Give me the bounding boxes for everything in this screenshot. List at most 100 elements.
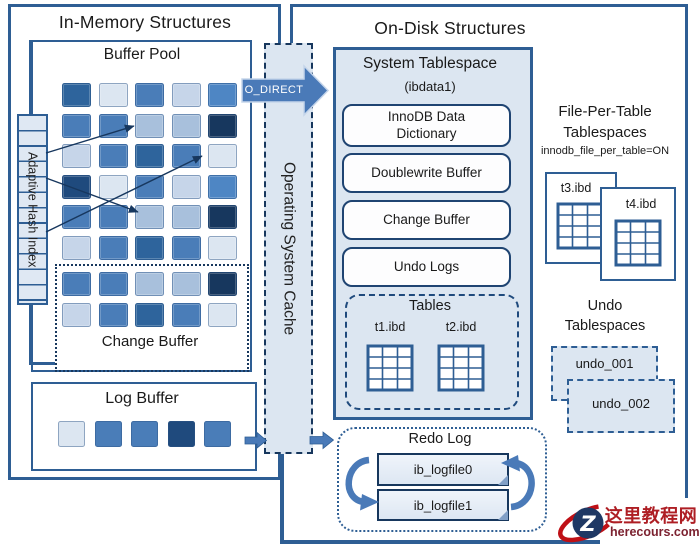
t3-label: t3.ibd [560, 181, 592, 195]
memory-page-cell [98, 272, 128, 296]
system-tablespace-subtitle: (ibdata1) [404, 79, 456, 94]
memory-page-cell [62, 113, 91, 138]
log-buffer-grid [58, 421, 231, 447]
undo-title-line2: Tablespaces [564, 318, 646, 334]
undo-title-line1: Undo [587, 298, 623, 314]
t4-label: t4.ibd [625, 197, 657, 211]
memory-page-cell [208, 272, 237, 296]
on-disk-box-left-border [290, 4, 293, 44]
watermark-background [600, 498, 700, 548]
memory-page-cell [135, 272, 164, 296]
adaptive-hash-index-label: Adaptive Hash Index [25, 151, 40, 268]
fpt-title-line1: File-Per-Table [558, 103, 652, 120]
memory-page-cell [171, 144, 201, 168]
system-tablespace-title: System Tablespace [362, 55, 498, 72]
memory-page-cell [62, 174, 91, 199]
memory-page-cell [208, 83, 237, 107]
memory-page-cell [98, 113, 128, 138]
undo-002-label: undo_002 [592, 396, 650, 411]
os-cache-label: Operating System Cache [280, 161, 298, 336]
ahi-top-connector [29, 40, 32, 114]
t1-table-icon [366, 344, 414, 392]
in-memory-title: In-Memory Structures [58, 12, 232, 32]
memory-page-cell [62, 83, 91, 107]
innodb-data-dictionary-box: InnoDB Data Dictionary [342, 104, 511, 147]
t2-label: t2.ibd [445, 320, 477, 334]
watermark: Z 这里教程网 herecours.com [540, 483, 700, 548]
memory-page-cell [208, 235, 237, 260]
t4-table-icon [614, 219, 662, 267]
memory-page-cell [62, 144, 91, 168]
memory-page-cell [62, 302, 91, 327]
memory-page-cell [208, 205, 237, 229]
memory-page-cell [62, 272, 91, 296]
memory-page-cell [98, 302, 128, 327]
t3-table-icon [556, 202, 604, 250]
t1-label: t1.ibd [374, 320, 406, 334]
ahi-bottom-connector-h [29, 362, 55, 365]
memory-page-cell [94, 421, 122, 447]
memory-page-cell [62, 205, 91, 229]
on-disk-box-right-border [685, 4, 688, 500]
memory-page-cell [204, 421, 231, 447]
memory-page-cell [167, 421, 195, 447]
memory-page-cell [208, 174, 237, 199]
memory-page-cell [58, 421, 85, 447]
memory-page-cell [171, 302, 201, 327]
ib-logfile0-box: ib_logfile0 [377, 453, 509, 486]
memory-page-cell [131, 421, 158, 447]
os-cache-bottom-connector [280, 448, 284, 544]
watermark-logo: Z [558, 503, 618, 543]
os-cache-bar: Operating System Cache [264, 43, 313, 454]
watermark-site-url: herecours.com [610, 525, 700, 539]
t4-file-box: t4.ibd [600, 187, 676, 281]
tables-box [345, 294, 519, 410]
on-disk-box-bottom-border [281, 540, 688, 544]
buffer-pool-title: Buffer Pool [103, 46, 181, 63]
change-buffer-grid [62, 272, 237, 327]
change-buffer-ondisk-box: Change Buffer [342, 200, 511, 240]
change-buffer-label: Change Buffer [101, 333, 199, 350]
on-disk-box-top-border [290, 4, 688, 7]
memory-page-cell [171, 113, 201, 138]
memory-page-cell [98, 83, 128, 107]
watermark-site-name: 这里教程网 [604, 506, 698, 526]
fpt-subtitle: innodb_file_per_table=ON [540, 145, 670, 157]
t2-table-icon [437, 344, 485, 392]
watermark-logo-letter: Z [579, 512, 596, 536]
memory-page-cell [171, 83, 201, 107]
memory-page-cell [98, 174, 128, 199]
memory-page-cell [98, 205, 128, 229]
memory-page-cell [135, 144, 164, 168]
memory-page-cell [98, 144, 128, 168]
memory-page-cell [62, 235, 91, 260]
watermark-logo-circle [572, 507, 604, 539]
buffer-pool-grid [62, 83, 237, 260]
memory-page-cell [135, 113, 164, 138]
change-buffer-box [55, 264, 249, 372]
memory-page-cell [171, 174, 201, 199]
ahi-bottom-connector-v [29, 300, 32, 364]
memory-page-cell [171, 235, 201, 260]
ib-logfile1-box: ib_logfile1 [377, 489, 509, 521]
doublewrite-buffer-box: Doublewrite Buffer [342, 153, 511, 193]
memory-page-cell [208, 113, 237, 138]
log-buffer-title: Log Buffer [105, 390, 179, 407]
adaptive-hash-index-box: Adaptive Hash Index [17, 114, 48, 305]
tables-title: Tables [409, 298, 451, 314]
undo-002-box: undo_002 [567, 379, 675, 433]
os-to-redo-log-arrow [309, 431, 335, 450]
memory-page-cell [135, 205, 164, 229]
undo-logs-box: Undo Logs [342, 247, 511, 287]
on-disk-title: On-Disk Structures [374, 18, 526, 38]
memory-page-cell [135, 83, 164, 107]
memory-page-cell [135, 302, 164, 327]
memory-page-cell [135, 174, 164, 199]
o-direct-label: O_DIRECT [244, 84, 304, 96]
memory-page-cell [208, 144, 237, 168]
undo-001-label: undo_001 [575, 356, 634, 371]
memory-page-cell [98, 235, 128, 260]
fpt-title-line2: Tablespaces [563, 124, 647, 141]
memory-page-cell [171, 205, 201, 229]
